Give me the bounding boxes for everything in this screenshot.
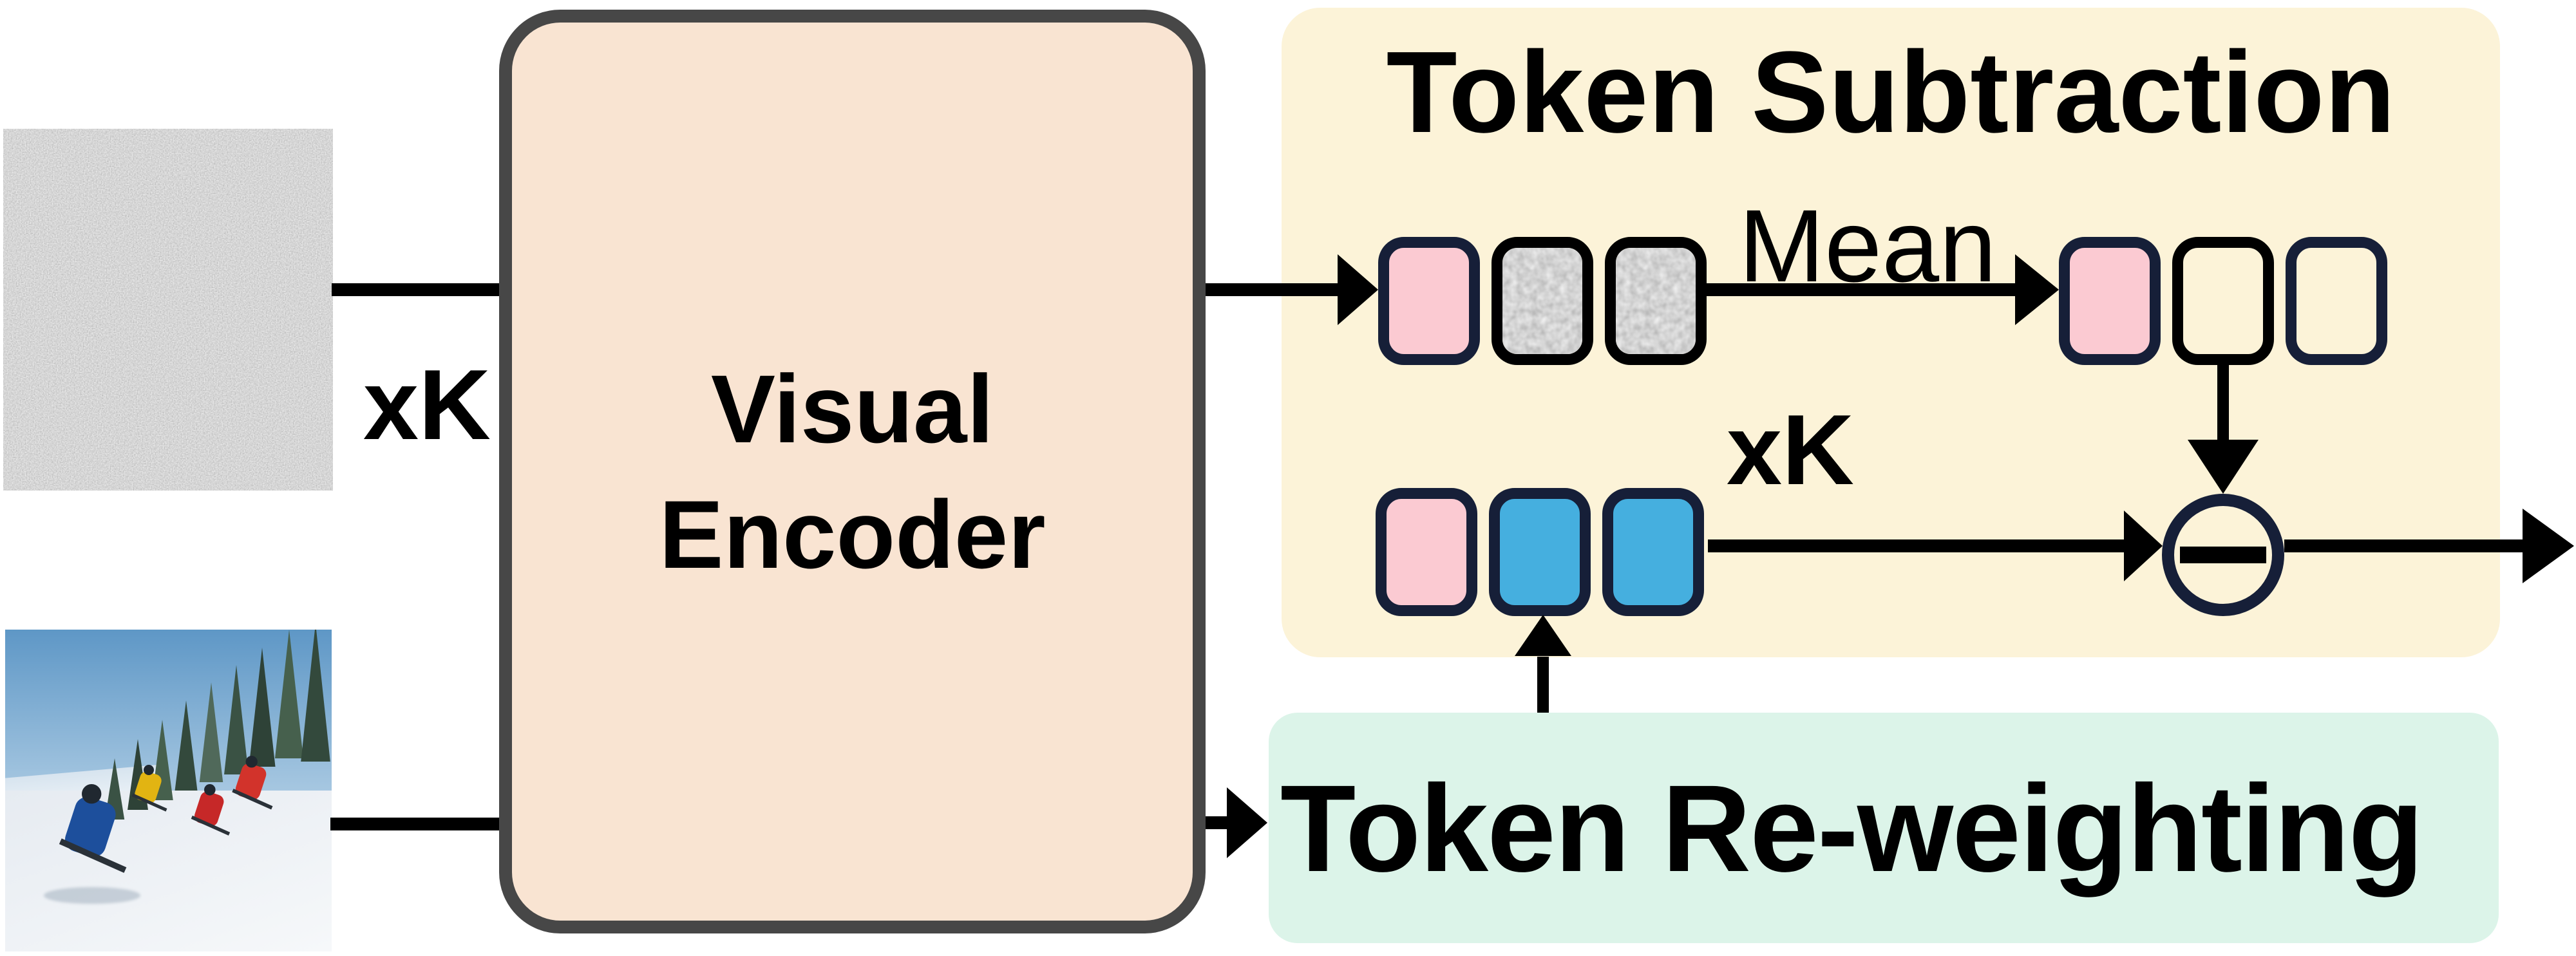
- arrowhead-right-icon: [1227, 787, 1267, 858]
- arrowhead-right-icon: [1338, 254, 1378, 325]
- noise-token: [1492, 237, 1593, 365]
- blue-token: [1489, 488, 1591, 616]
- reweighting-to-tokens-line: [1537, 657, 1549, 716]
- visual-encoder-box: Visual Encoder: [499, 10, 1206, 933]
- noisy-token-row: [1378, 237, 1707, 365]
- cls-token: [2059, 237, 2161, 365]
- skier-shadow: [44, 887, 140, 904]
- token-reweighting-title: Token Re-weighting: [1280, 758, 2424, 897]
- encoder-output-line-bottom: [1206, 816, 1230, 829]
- ski-input-line: [330, 818, 500, 830]
- mean-repeat-label: xK: [1726, 394, 1855, 505]
- minus-icon: [2180, 547, 2266, 563]
- ski-photo: [5, 630, 332, 951]
- mean-arrow-line: [1705, 283, 2015, 296]
- clean-to-minus-line: [1708, 539, 2124, 552]
- gaussian-noise-image: [3, 129, 333, 491]
- cls-token: [1376, 488, 1477, 616]
- cls-token: [1378, 237, 1480, 365]
- clean-token-row: [1376, 488, 1704, 616]
- blue-token: [1602, 488, 1704, 616]
- mean-token-row: [2059, 237, 2387, 365]
- subtraction-output-line: [2284, 539, 2523, 552]
- noise-token: [1605, 237, 1707, 365]
- arrowhead-right-icon: [2015, 254, 2059, 325]
- visual-encoder-title: Visual Encoder: [659, 354, 1046, 588]
- empty-navy-token: [2286, 237, 2387, 365]
- empty-black-token: [2172, 237, 2274, 365]
- noise-input-line: [332, 283, 500, 296]
- arrowhead-up-icon: [1515, 615, 1571, 656]
- arrowhead-right-icon: [2523, 509, 2574, 583]
- arrowhead-down-icon: [2188, 440, 2259, 494]
- encoder-output-line-top: [1206, 283, 1338, 296]
- noise-repeat-label: xK: [363, 349, 491, 460]
- arrowhead-right-icon: [2124, 511, 2163, 581]
- ski-photo-slope: [5, 791, 332, 951]
- token-subtraction-title: Token Subtraction: [1386, 28, 2396, 157]
- token-reweighting-panel: Token Re-weighting: [1269, 713, 2499, 943]
- mean-to-minus-line: [2217, 359, 2229, 440]
